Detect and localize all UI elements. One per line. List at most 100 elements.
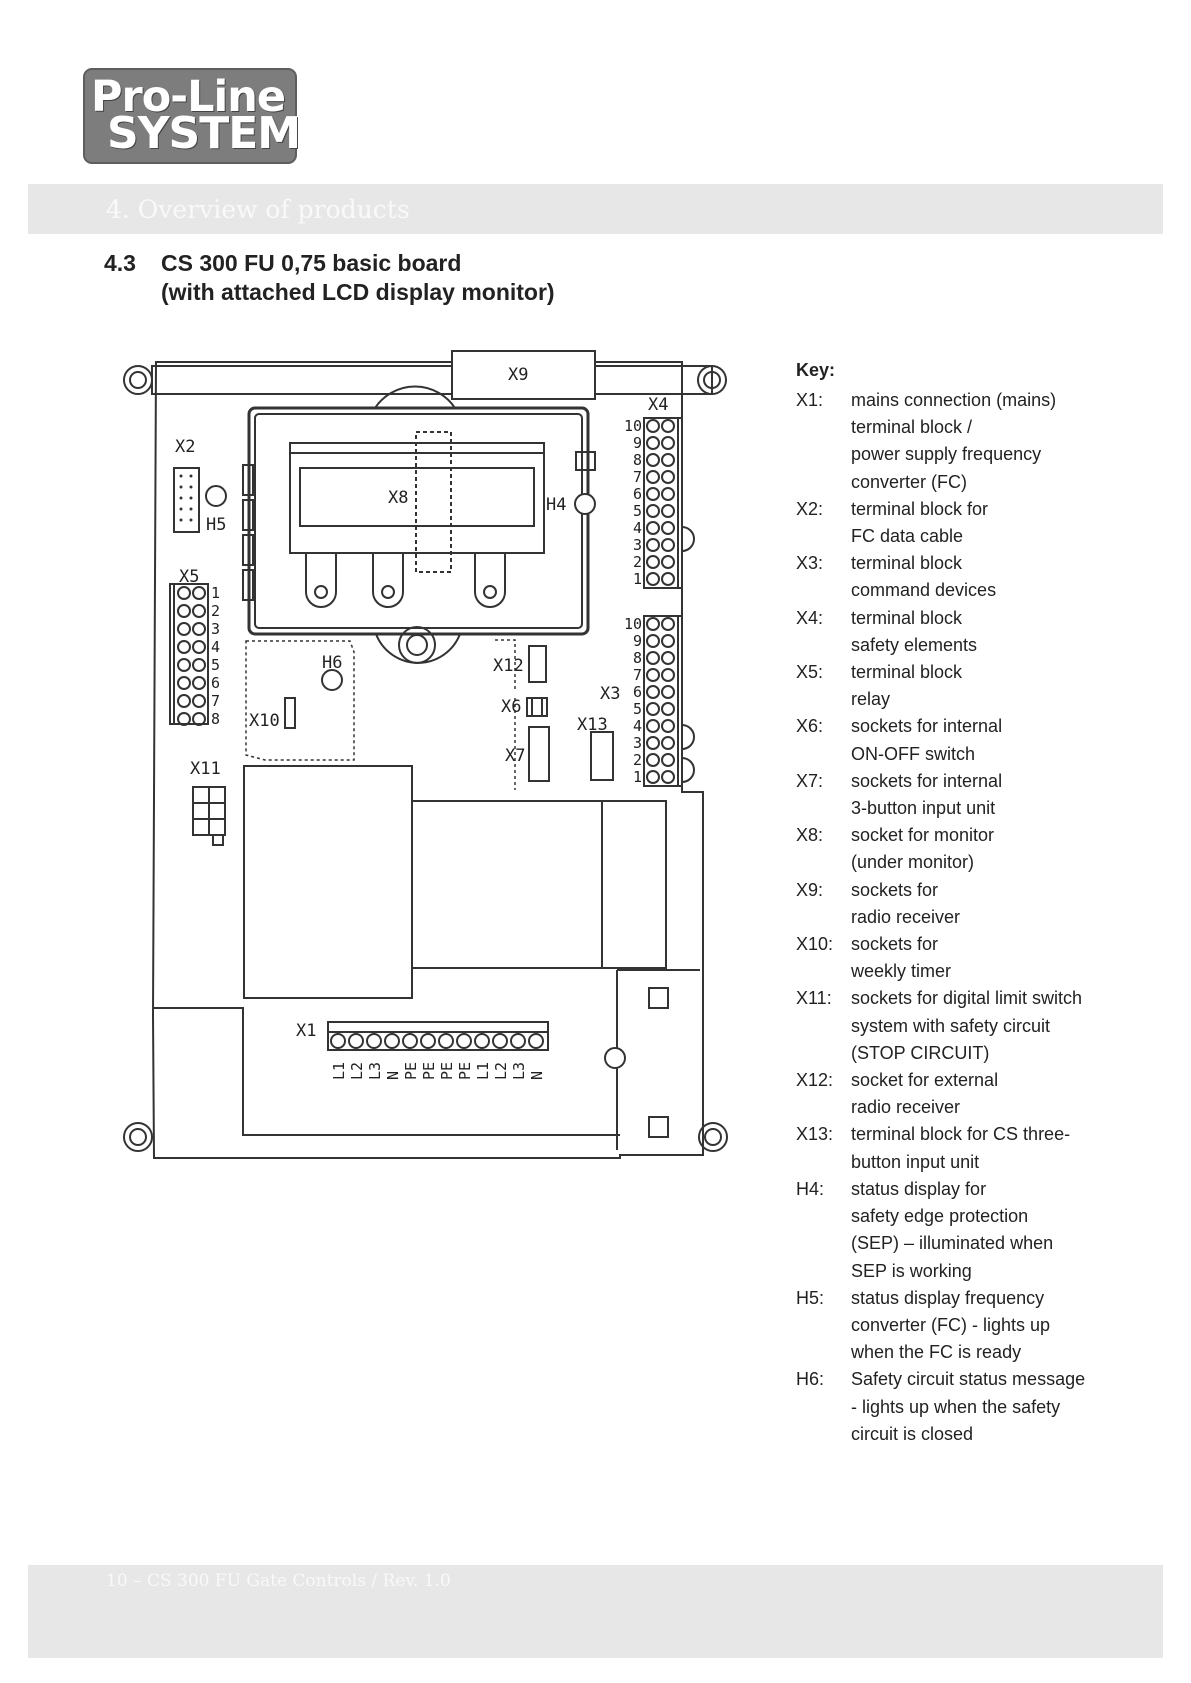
key-item-code: X9: [796, 879, 824, 900]
label-h5: H5 [206, 515, 226, 535]
lcd-clip-3 [474, 553, 506, 608]
header-band-text: 4. Overview of products [106, 195, 410, 224]
h6-led [321, 669, 343, 691]
label-h4: H4 [546, 495, 566, 515]
key-item-description: status display frequency converter (FC) … [851, 1287, 1051, 1363]
x4-pin-label: 8 [633, 451, 642, 469]
x10-area [245, 640, 355, 761]
key-item-description: terminal block for CS three- button inpu… [851, 1124, 1071, 1172]
relay-3 [601, 800, 667, 969]
x3-pin-label: 6 [633, 683, 642, 701]
x8-socket [415, 431, 452, 573]
x4-screws [646, 419, 675, 586]
key-item-code: X5: [796, 662, 824, 683]
key-item-description: mains connection (mains) terminal block … [851, 390, 1057, 492]
key-item-description: Safety circuit status message - lights u… [851, 1369, 1086, 1444]
key-item-code: X12: [796, 1070, 834, 1091]
x3-screws [646, 617, 675, 784]
top-dial [374, 385, 456, 409]
logo-line-2: SYSTEM [107, 108, 301, 159]
key-item: X7: sockets for internal 3-button input u… [796, 768, 1156, 822]
x1-pin-label: PE [456, 1062, 474, 1080]
x1-screws [330, 1033, 544, 1049]
key-item-description: socket for external radio receiver [851, 1070, 999, 1118]
x3-pin-label: 5 [633, 700, 642, 718]
key-item-description: sockets for weekly timer [851, 934, 952, 982]
label-x5: X5 [179, 567, 199, 587]
label-x13: X13 [577, 715, 608, 735]
key-item-description: terminal block command devices [851, 553, 997, 601]
x3-pin-label: 4 [633, 717, 642, 735]
x2-connector [173, 467, 200, 533]
label-x9: X9 [508, 365, 528, 385]
key-item-description: sockets for internal 3-button input unit [851, 770, 1003, 819]
key-item-code: X3: [796, 553, 824, 574]
x5-pin-label: 7 [211, 692, 220, 710]
key-item-description: terminal block for FC data cable [851, 498, 989, 547]
x1-pin-label: PE [438, 1062, 456, 1080]
key-item-code: X6: [796, 716, 824, 737]
key-item-description: terminal block safety elements [851, 607, 978, 655]
h5-led [205, 485, 227, 507]
key-list: X1: mains connection (mains) terminal blo… [796, 387, 1156, 1448]
x1-pin-label: L3 [510, 1062, 528, 1080]
key-item-description: status display for safety edge protectio… [851, 1178, 1054, 1281]
key-item-description: terminal block relay [851, 662, 963, 710]
section-title-line-2: (with attached LCD display monitor) [161, 279, 555, 305]
key-item-code: X7: [796, 770, 824, 791]
key-item: X9:sockets for radio receiver [796, 877, 1156, 931]
x1-pin-label: N [528, 1071, 546, 1080]
lower-left-block [153, 1007, 620, 1136]
x4-pin-label: 3 [633, 536, 642, 554]
x1-pin-label: PE [420, 1062, 438, 1080]
x3-pin-label: 10 [624, 615, 642, 633]
pro-line-system-logo: Pro-Line SYSTEM [83, 68, 301, 164]
lcd-clip-1 [305, 553, 337, 608]
x4-pin-label: 2 [633, 553, 642, 571]
logo-line-1: Pro-Line [91, 72, 286, 122]
key-item-code: H6: [796, 1369, 825, 1390]
key-item: X12: socket for external radio receiver [796, 1067, 1156, 1121]
key-item-code: X2: [796, 498, 824, 519]
board-outline [151, 361, 704, 1159]
key-item-code: X13: [796, 1124, 834, 1145]
key-item-code: X10: [796, 934, 834, 955]
key-item: X13: terminal block for CS three- button … [796, 1121, 1156, 1175]
key-item-code: X1: [796, 390, 824, 410]
key-item-code: X8: [796, 825, 824, 846]
x5-pin-label: 4 [211, 638, 220, 656]
x4-pin-label: 4 [633, 519, 642, 537]
key-item: X10: sockets for weekly timer [796, 931, 1156, 985]
x5-pin-label: 3 [211, 620, 220, 638]
relay-1 [243, 765, 413, 999]
x5-pin-label: 5 [211, 656, 220, 674]
key-item-code: H5: [796, 1287, 825, 1308]
x5-pin-label: 8 [211, 710, 220, 728]
key-item: X11:sockets for digital limit switch sys… [796, 985, 1156, 1067]
key-item: X4:terminal block safety elements [796, 605, 1156, 659]
x4-pin-label: 7 [633, 468, 642, 486]
key-item-code: H4: [796, 1178, 825, 1199]
key-item: X2: terminal block for FC data cable [796, 496, 1156, 550]
header-band: 4. Overview of products [28, 184, 1163, 234]
bottom-dial [375, 633, 461, 664]
x9-housing [451, 350, 596, 400]
section-title-line-1: CS 300 FU 0,75 basic board [161, 250, 462, 276]
x5-pin-label: 2 [211, 602, 220, 620]
x5-pin-label: 1 [211, 584, 220, 602]
key-item-description: sockets for internal ON-OFF switch [851, 716, 1003, 764]
x3-pin-label: 7 [633, 666, 642, 684]
x5-screws [177, 586, 206, 726]
x4-pin-label: 9 [633, 434, 642, 452]
label-x8: X8 [388, 488, 408, 508]
x1-pin-label: L1 [330, 1062, 348, 1080]
h4-led [574, 493, 596, 515]
x13-socket [590, 731, 614, 781]
x1-pin-label: L3 [366, 1062, 384, 1080]
footer-band: 10 – CS 300 FU Gate Controls / Rev. 1.0 [28, 1565, 1163, 1658]
x4-pin-label: 5 [633, 502, 642, 520]
lcd-frame [247, 406, 590, 636]
label-h6: H6 [322, 653, 342, 673]
right-lower-block [616, 969, 700, 1150]
